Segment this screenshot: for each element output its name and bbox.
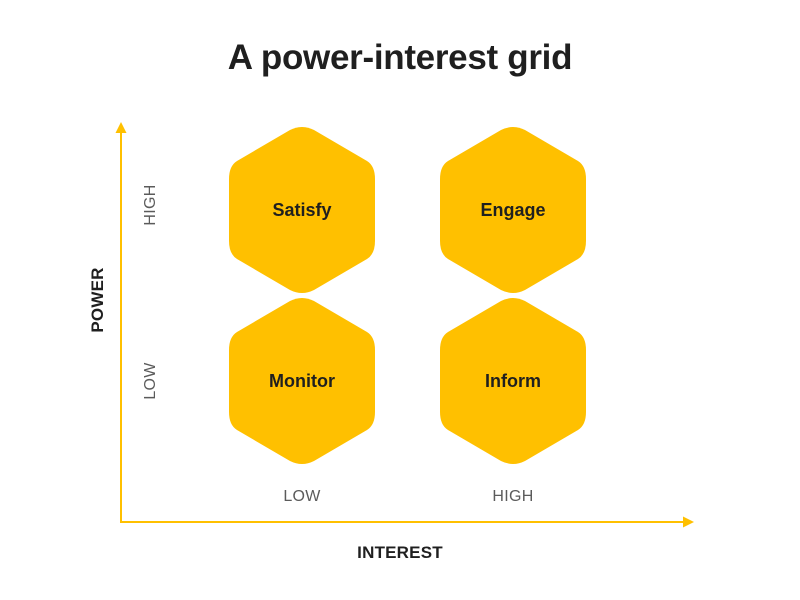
quadrant-engage: Engage [440,127,586,293]
hexagon-shape [440,127,586,293]
quadrant-label-monitor: Monitor [269,370,335,391]
y-axis-low-label: LOW [142,362,159,400]
quadrant-inform: Inform [440,298,586,464]
quadrant-label-satisfy: Satisfy [272,199,332,220]
quadrant-label-engage: Engage [480,199,546,220]
x-axis-arrowhead [683,516,694,528]
y-axis-title: POWER [88,267,107,333]
quadrant-label-inform: Inform [485,370,541,391]
quadrant-satisfy: Satisfy [229,127,375,293]
quadrant-monitor: Monitor [229,298,375,464]
hexagon-shape [229,127,375,293]
diagram-title: A power-interest grid [227,38,573,77]
hexagon-shape [229,298,375,464]
x-axis-high-label: HIGH [492,488,534,505]
y-axis-arrowhead [115,122,127,133]
hexagon-shape [440,298,586,464]
x-axis-low-label: LOW [283,488,321,505]
y-axis-high-label: HIGH [142,184,159,226]
x-axis-title: INTEREST [357,543,443,562]
